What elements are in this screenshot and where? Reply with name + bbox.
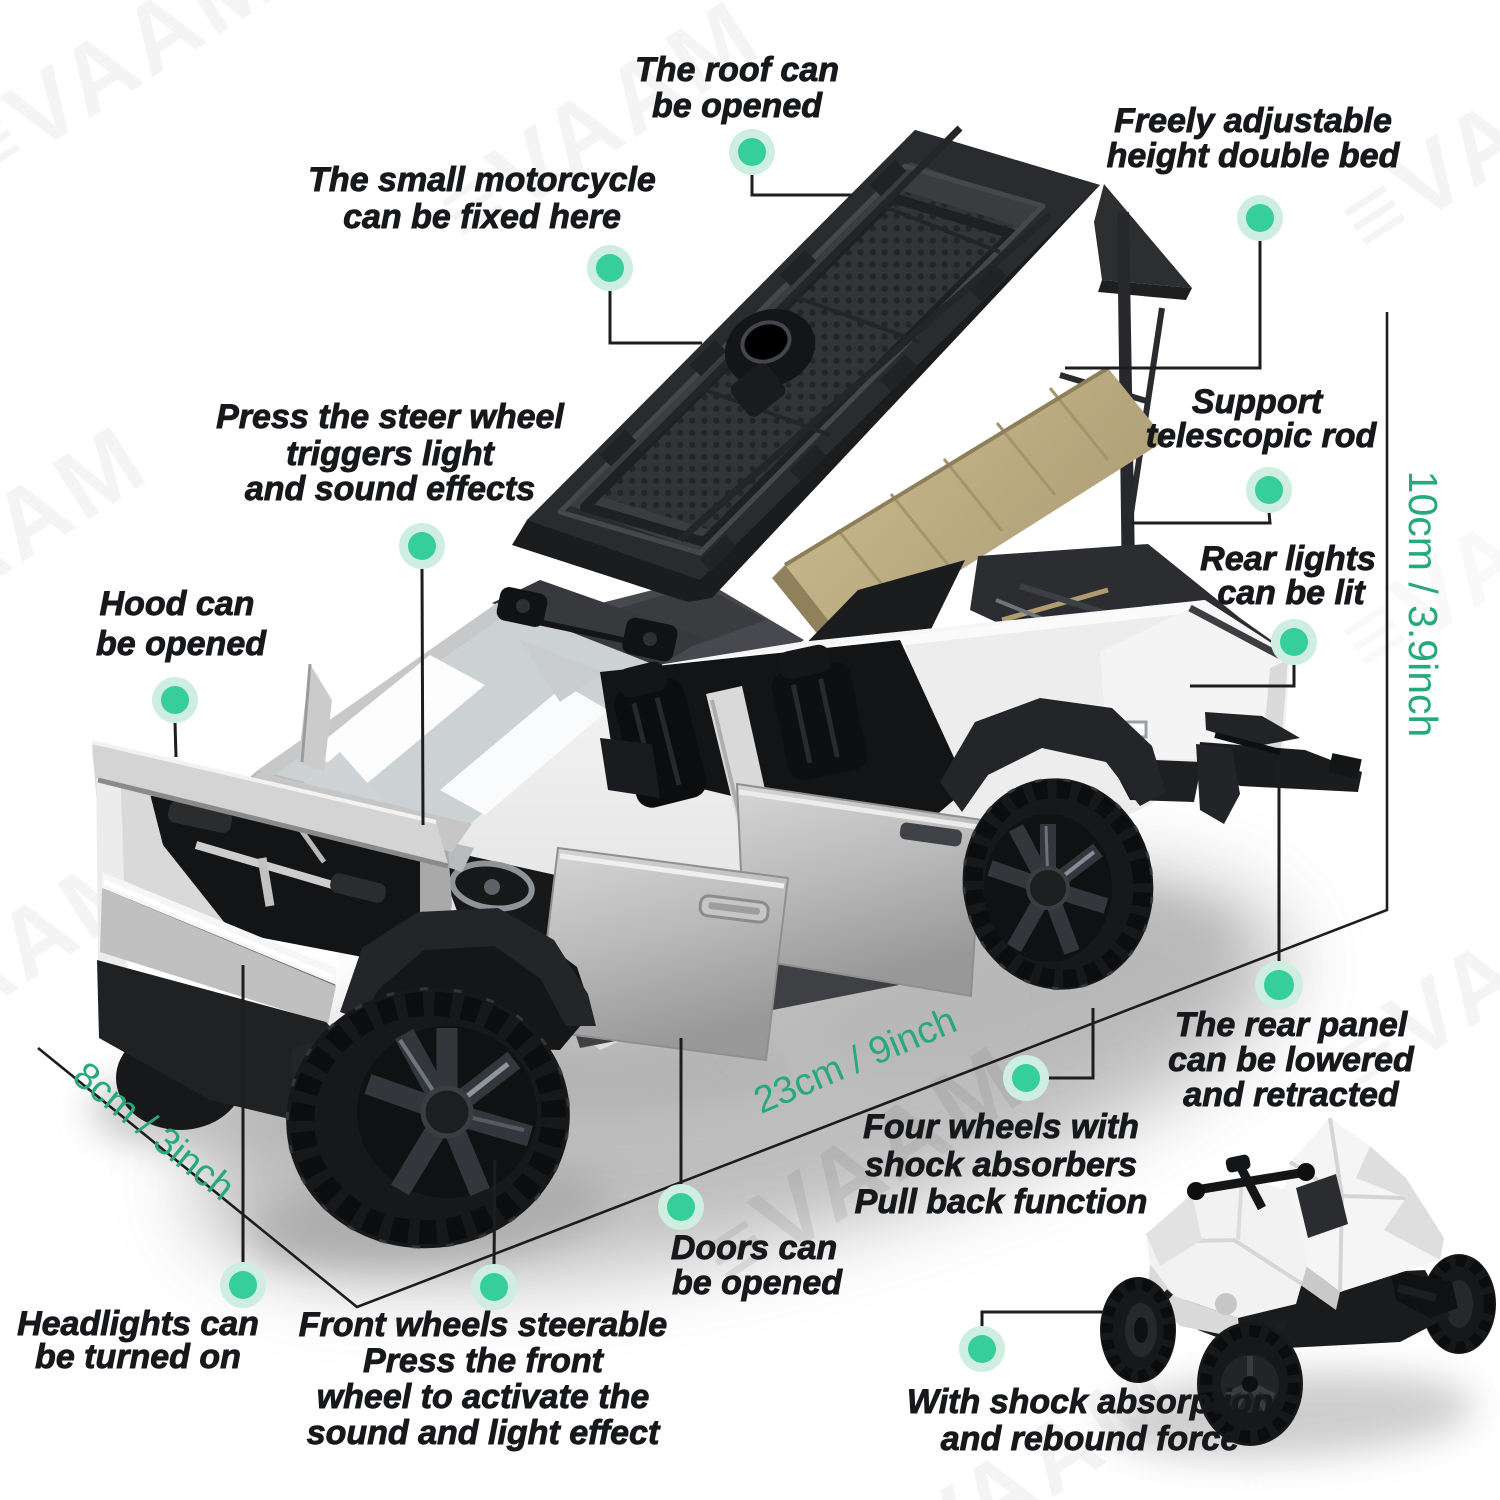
svg-text:10cm / 3.9inch: 10cm / 3.9inch xyxy=(1400,471,1446,738)
svg-text:can be fixed here: can be fixed here xyxy=(343,198,621,236)
svg-text:wheel to activate the: wheel to activate the xyxy=(317,1378,650,1416)
svg-text:triggers light: triggers light xyxy=(286,435,495,473)
svg-text:Pull back function: Pull back function xyxy=(855,1183,1148,1221)
svg-text:sound and light effect: sound and light effect xyxy=(307,1414,661,1452)
svg-text:shock absorbers: shock absorbers xyxy=(865,1146,1137,1184)
svg-text:Support: Support xyxy=(1192,383,1324,421)
svg-text:be opened: be opened xyxy=(96,625,267,663)
svg-text:The rear panel: The rear panel xyxy=(1175,1006,1409,1044)
svg-text:Four wheels with: Four wheels with xyxy=(863,1108,1139,1146)
svg-text:Press the front: Press the front xyxy=(363,1342,605,1380)
svg-text:Press the steer wheel: Press the steer wheel xyxy=(216,398,565,436)
svg-text:The small motorcycle: The small motorcycle xyxy=(308,161,656,199)
svg-text:can be lowered: can be lowered xyxy=(1168,1041,1415,1079)
svg-text:Rear lights: Rear lights xyxy=(1200,540,1376,578)
svg-text:Freely adjustable: Freely adjustable xyxy=(1114,102,1392,140)
svg-text:and sound effects: and sound effects xyxy=(245,470,535,508)
svg-text:can be lit: can be lit xyxy=(1217,574,1366,612)
svg-text:be turned on: be turned on xyxy=(35,1338,241,1376)
svg-text:Front wheels steerable: Front wheels steerable xyxy=(299,1306,667,1344)
svg-text:Hood can: Hood can xyxy=(100,585,255,623)
svg-text:height double bed: height double bed xyxy=(1107,137,1401,175)
svg-text:Headlights can: Headlights can xyxy=(17,1305,259,1343)
svg-text:With shock absorption: With shock absorption xyxy=(907,1383,1273,1421)
svg-text:be opened: be opened xyxy=(652,87,823,125)
svg-text:The roof can: The roof can xyxy=(635,51,839,89)
svg-text:telescopic rod: telescopic rod xyxy=(1146,417,1378,455)
svg-text:and retracted: and retracted xyxy=(1183,1076,1400,1114)
svg-text:and rebound force: and rebound force xyxy=(941,1420,1239,1458)
svg-text:Doors can: Doors can xyxy=(671,1229,837,1267)
svg-text:be opened: be opened xyxy=(672,1264,843,1302)
